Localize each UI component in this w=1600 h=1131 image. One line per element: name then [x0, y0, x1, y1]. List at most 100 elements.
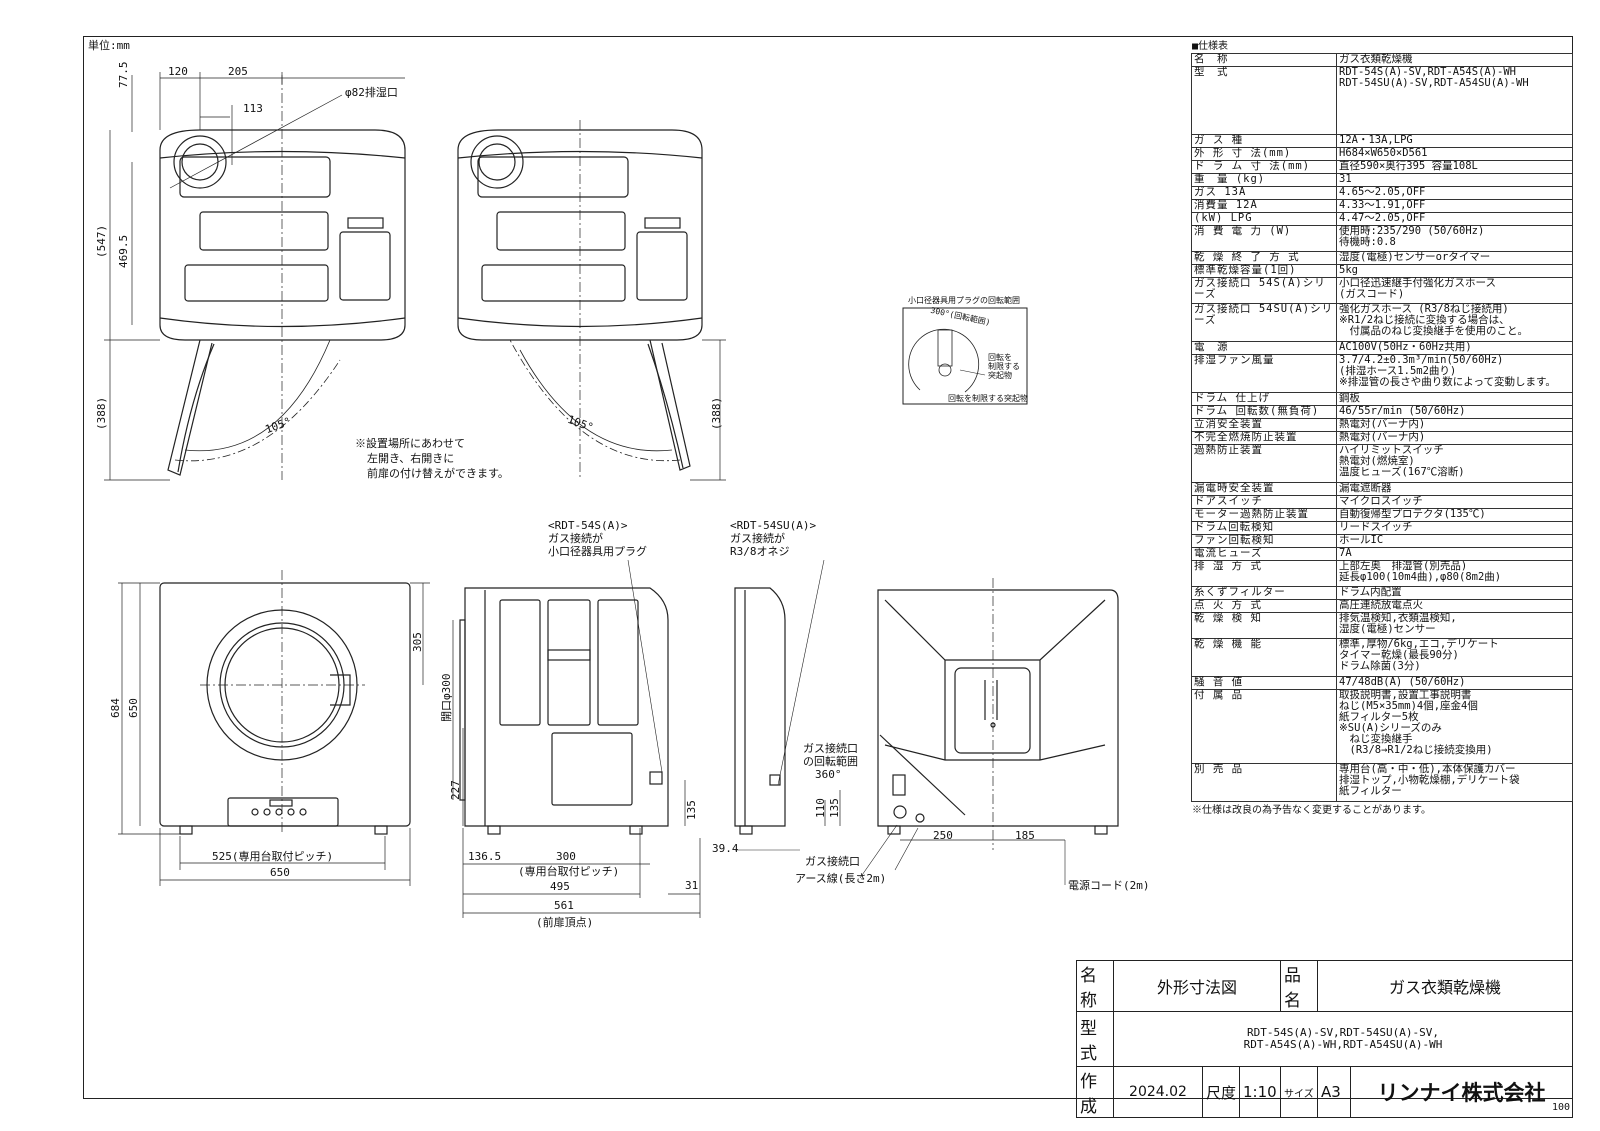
spec-key: 名 称	[1191, 53, 1337, 67]
dim-495: 495	[550, 880, 570, 893]
spec-value: 鋼板	[1336, 392, 1573, 406]
dim-525: 525(専用台取付ピッチ)	[212, 850, 334, 863]
spec-value: AC100V(50Hz・60Hz共用)	[1336, 341, 1573, 355]
callout-s-line: ガス接続が	[548, 532, 603, 545]
side-view	[452, 559, 701, 918]
plug-stop2-label: 回転を制限する突起物	[948, 394, 1028, 403]
front-view	[118, 570, 430, 886]
spec-value: 使用時:235/290 (50/60Hz) 待機時:0.8	[1336, 225, 1573, 252]
spec-value: マイクロスイッチ	[1336, 495, 1573, 509]
spec-key: 過熱防止装置	[1191, 444, 1337, 483]
callout-su-line: R3/8オネジ	[730, 545, 790, 558]
dim-650-h: 650	[270, 866, 290, 879]
spec-row: 重 量 (kg)31	[1191, 173, 1573, 187]
plug-stop-line: 回転を	[988, 353, 1012, 362]
spec-row: 消 費 電 力 (W)使用時:235/290 (50/60Hz) 待機時:0.8	[1191, 225, 1573, 252]
spec-key: 付 属 品	[1191, 689, 1337, 764]
spec-key: 排湿ファン風量	[1191, 354, 1337, 393]
spec-key: ガス接続口 54S(A)シリーズ	[1191, 277, 1337, 304]
spec-value: 5kg	[1336, 264, 1573, 278]
side-view-thin	[734, 559, 841, 851]
spec-row: 名 称ガス衣類乾燥機	[1191, 53, 1573, 67]
drawing-name: 外形寸法図	[1113, 960, 1281, 1012]
model-cell: RDT-54S(A)-SV,RDT-54SU(A)-SV, RDT-A54S(A…	[1113, 1011, 1573, 1067]
dim-227: 227	[449, 780, 462, 800]
spec-key: 外 形 寸 法(mm)	[1191, 147, 1337, 161]
dim-650-v: 650	[127, 698, 140, 718]
spec-key: ド ラ ム 寸 法(mm)	[1191, 160, 1337, 174]
dim-113: 113	[243, 102, 263, 115]
spec-row: 漏電時安全装置漏電遮断器	[1191, 482, 1573, 496]
title-block: 名称 外形寸法図 品名 ガス衣類乾燥機 型式 RDT-54S(A)-SV,RDT…	[1076, 960, 1573, 1118]
scale-label: 尺度	[1202, 1066, 1240, 1118]
callout-s-line: <RDT-54S(A)>	[548, 519, 628, 532]
spec-row: 不完全燃焼防止装置熱電対(バーナ内)	[1191, 431, 1573, 445]
dim-775: 77.5	[117, 61, 130, 89]
dim-684: 684	[109, 698, 122, 718]
spec-key: 乾 燥 機 能	[1191, 638, 1337, 677]
spec-value: ハイリミットスイッチ 熱電対(燃焼室) 温度ヒューズ(167℃溶断)	[1336, 444, 1573, 483]
spec-key: 電 源	[1191, 341, 1337, 355]
drawing-frame	[83, 36, 1573, 1099]
dim-388-left: (388)	[95, 396, 108, 430]
spec-key: ガス接続口 54SU(A)シリーズ	[1191, 303, 1337, 342]
apex-label: (前扉頂点)	[536, 916, 594, 929]
spec-row: 乾 燥 終 了 方 式湿度(電極)センサーorタイマー	[1191, 251, 1573, 265]
spec-value: 4.33〜1.91,OFF	[1336, 199, 1573, 213]
spec-value: 小口径迅速継手付強化ガスホース (ガスコード)	[1336, 277, 1573, 304]
spec-row: 乾 燥 検 知排気温検知,衣類温検知, 湿度(電極)センサー	[1191, 612, 1573, 639]
dim-547: (547)	[95, 224, 108, 258]
spec-key: (kW) LPG	[1191, 212, 1337, 226]
spec-key: 乾 燥 終 了 方 式	[1191, 251, 1337, 265]
spec-key: 騒 音 値	[1191, 676, 1337, 690]
size-label: サイズ	[1280, 1066, 1318, 1118]
spec-value: 熱電対(バーナ内)	[1336, 418, 1573, 432]
spec-value: 自動復帰型プロテクタ(135℃)	[1336, 508, 1573, 522]
spec-row: 別 売 品専用台(高・中・低),本体保護カバー 排湿トップ,小物乾燥棚,デリケー…	[1191, 763, 1573, 802]
dim-388-right: (388)	[710, 396, 723, 430]
rotation-range: ガス接続口 の回転範囲 360°	[803, 742, 858, 781]
spec-value: 上部左奥 排湿管(別売品) 延長φ100(10m4曲),φ80(8m2曲)	[1336, 560, 1573, 587]
plug-stop-line: 制限する	[988, 362, 1020, 371]
spec-value: 12A・13A,LPG	[1336, 134, 1573, 148]
door-note-line: 前扉の付け替えができます。	[367, 467, 509, 480]
spec-key: 乾 燥 検 知	[1191, 612, 1337, 639]
callout-su: <RDT-54SU(A)> ガス接続が R3/8オネジ	[730, 519, 816, 558]
spec-value: 31	[1336, 173, 1573, 187]
spec-row: 点 火 方 式高圧連続放電点火	[1191, 599, 1573, 613]
spec-row: ド ラ ム 寸 法(mm)直径590×奥行395 容量108L	[1191, 160, 1573, 174]
rear-view	[859, 578, 1119, 885]
top-view-right	[457, 120, 726, 481]
dim-1365: 136.5	[468, 850, 502, 863]
spec-row: 乾 燥 機 能標準,厚物/6kg,エコ,デリケート タイマー乾燥(最長90分) …	[1191, 638, 1573, 677]
spec-title: ■仕様表	[1192, 41, 1229, 52]
plug-detail-title: 小口径器具用プラグの回転範囲	[908, 296, 1020, 305]
spec-value: 専用台(高・中・低),本体保護カバー 排湿トップ,小物乾燥棚,デリケート袋 紙フ…	[1336, 763, 1573, 802]
spec-value: リードスイッチ	[1336, 521, 1573, 535]
dim-135-b: 135	[828, 798, 841, 818]
callout-s: <RDT-54S(A)> ガス接続が 小口径器具用プラグ	[548, 519, 647, 558]
spec-key: 消費量 12A	[1191, 199, 1337, 213]
dim-250: 250	[933, 829, 953, 842]
spec-value: 3.7/4.2±0.3m³/min(50/60Hz) (排湿ホース1.5m2曲り…	[1336, 354, 1573, 393]
spec-row: 外 形 寸 法(mm)H684×W650×D561	[1191, 147, 1573, 161]
spec-value: ガス衣類乾燥機	[1336, 53, 1573, 67]
spec-key: 重 量 (kg)	[1191, 173, 1337, 187]
spec-row: ガス接続口 54SU(A)シリーズ強化ガスホース (R3/8ねじ接続用) ※R1…	[1191, 303, 1573, 342]
spec-key: モーター過熱防止装置	[1191, 508, 1337, 522]
dim-394: 39.4	[712, 842, 739, 855]
dim-305: 305	[411, 632, 424, 652]
spec-key: 点 火 方 式	[1191, 599, 1337, 613]
spec-row: 糸くずフィルタードラム内配置	[1191, 586, 1573, 600]
spec-value: RDT-54S(A)-SV,RDT-A54S(A)-WH RDT-54SU(A)…	[1336, 66, 1573, 135]
spec-value: ドラム内配置	[1336, 586, 1573, 600]
spec-value: 7A	[1336, 547, 1573, 561]
made-label: 作成	[1076, 1066, 1114, 1118]
